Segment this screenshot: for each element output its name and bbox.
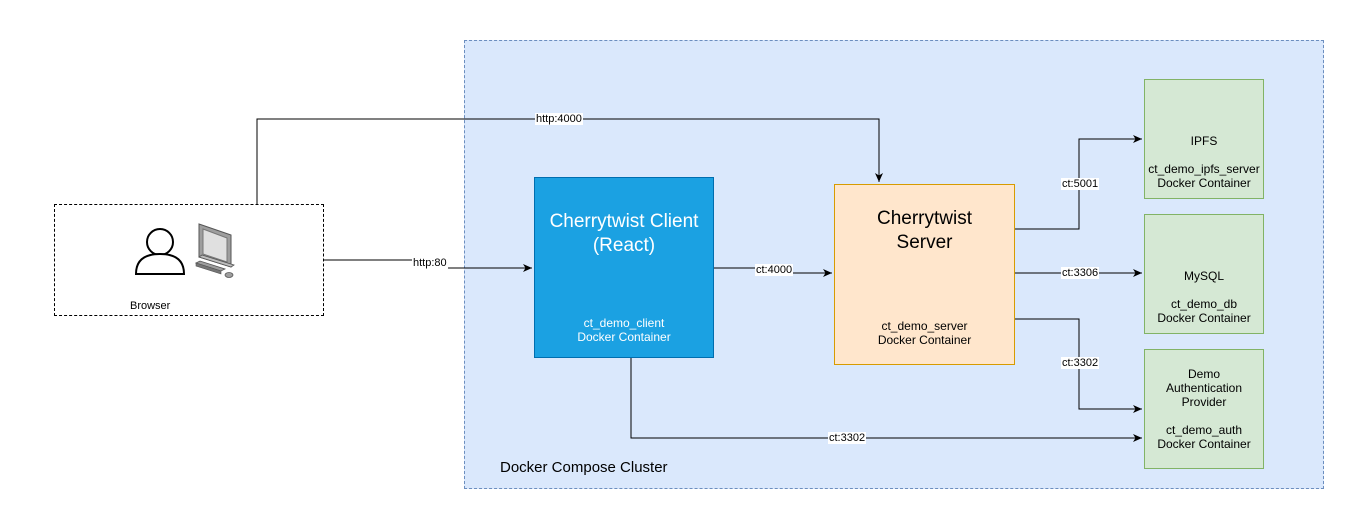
edge-client-auth [630,358,1142,442]
client-title-line1: Cherrytwist Client [549,211,699,232]
client-container: Cherrytwist Client (React) ct_demo_clien… [534,177,714,358]
edge-label-server-ipfs: ct:5001 [1061,178,1100,190]
edge-label-server-mysql: ct:3306 [1061,267,1100,279]
auth-container: Demo Authentication Provider ct_demo_aut… [1144,349,1264,469]
edge-label-client-auth: ct:3302 [828,432,867,444]
computer-icon [195,223,235,278]
ipfs-container: IPFS ct_demo_ipfs_server Docker Containe… [1144,79,1264,199]
edge-browser-server [256,118,883,204]
auth-sub-line1: ct_demo_auth [1165,423,1243,437]
ipfs-sub-line2: Docker Container [1157,176,1251,190]
user-icon [134,228,186,275]
edge-label-client-server: ct:4000 [755,264,794,276]
server-sub-line2: Docker Container [877,333,972,347]
mysql-sub-line1: ct_demo_db [1170,297,1238,311]
mysql-name: MySQL [1183,269,1224,283]
mysql-container: MySQL ct_demo_db Docker Container [1144,214,1264,334]
client-sub-line2: Docker Container [577,330,671,344]
cluster-label: Docker Compose Cluster [500,459,668,476]
ipfs-name: IPFS [1190,134,1218,148]
server-title-line1: Cherrytwist [876,208,972,229]
server-sub-line1: ct_demo_server [881,319,968,333]
auth-name-line2: Authentication [1165,381,1243,395]
client-sub-line1: ct_demo_client [583,316,665,330]
mysql-sub-line2: Docker Container [1157,311,1251,325]
browser-node [54,204,324,316]
edge-label-browser-client: http:80 [412,257,448,269]
auth-sub-line2: Docker Container [1157,437,1251,451]
auth-name-line3: Provider [1181,395,1227,409]
server-container: Cherrytwist Server ct_demo_server Docker… [834,184,1015,365]
auth-name-line1: Demo [1187,367,1220,381]
edge-label-browser-server: http:4000 [535,113,583,125]
browser-label: Browser [130,300,171,312]
edge-label-server-auth: ct:3302 [1061,357,1100,369]
server-title-line2: Server [896,232,953,253]
ipfs-sub-line1: ct_demo_ipfs_server [1148,162,1260,176]
client-title-line2: (React) [592,235,656,256]
